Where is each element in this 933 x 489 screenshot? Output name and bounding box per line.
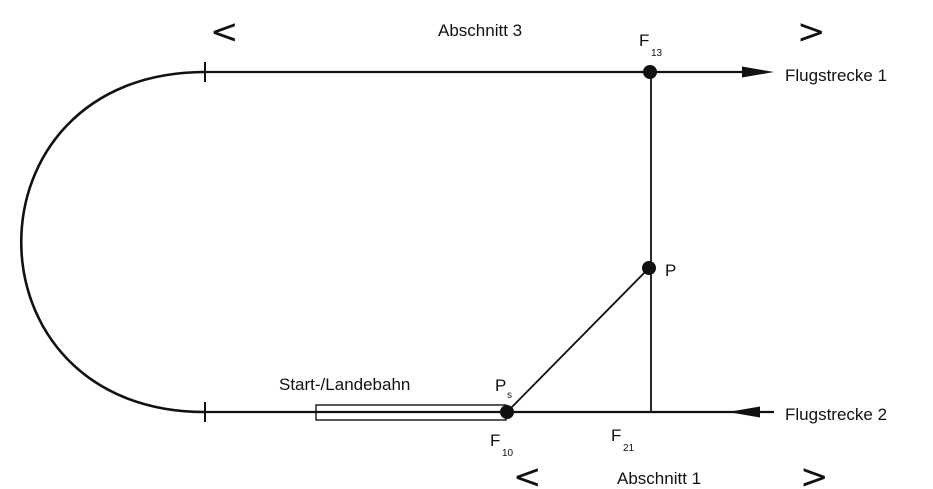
- point-f13-subscript: 13: [651, 48, 663, 59]
- flugstrecke-2-label: Flugstrecke 2: [785, 405, 887, 424]
- point-ps-dot: [500, 405, 514, 419]
- flugstrecke-1-arrow: [742, 66, 774, 78]
- point-f13-label: F: [639, 31, 649, 50]
- turn-curve: [20, 70, 206, 414]
- point-p-label: P: [665, 261, 676, 280]
- bottom-right-bracket: >: [800, 457, 829, 489]
- point-f21-subscript: 21: [623, 443, 635, 454]
- diagonal-connector: [506, 267, 650, 413]
- point-ps-subscript: s: [507, 390, 512, 401]
- point-p-dot: [642, 261, 656, 275]
- top-left-bracket: <: [210, 12, 239, 52]
- bottom-section-label: Abschnitt 1: [617, 469, 701, 488]
- point-f13-dot: [643, 65, 657, 79]
- runway-label: Start-/Landebahn: [279, 375, 410, 394]
- top-section-label: Abschnitt 3: [438, 21, 522, 40]
- top-right-bracket: >: [797, 12, 826, 52]
- point-f10-subscript: 10: [502, 448, 514, 459]
- point-f10-label: F: [490, 431, 500, 450]
- point-ps-label: P: [495, 376, 506, 395]
- flugstrecke-1-label: Flugstrecke 1: [785, 66, 887, 85]
- point-f21-label: F: [611, 426, 621, 445]
- flugstrecke-2-arrow: [728, 406, 760, 418]
- bottom-left-bracket: <: [513, 457, 542, 489]
